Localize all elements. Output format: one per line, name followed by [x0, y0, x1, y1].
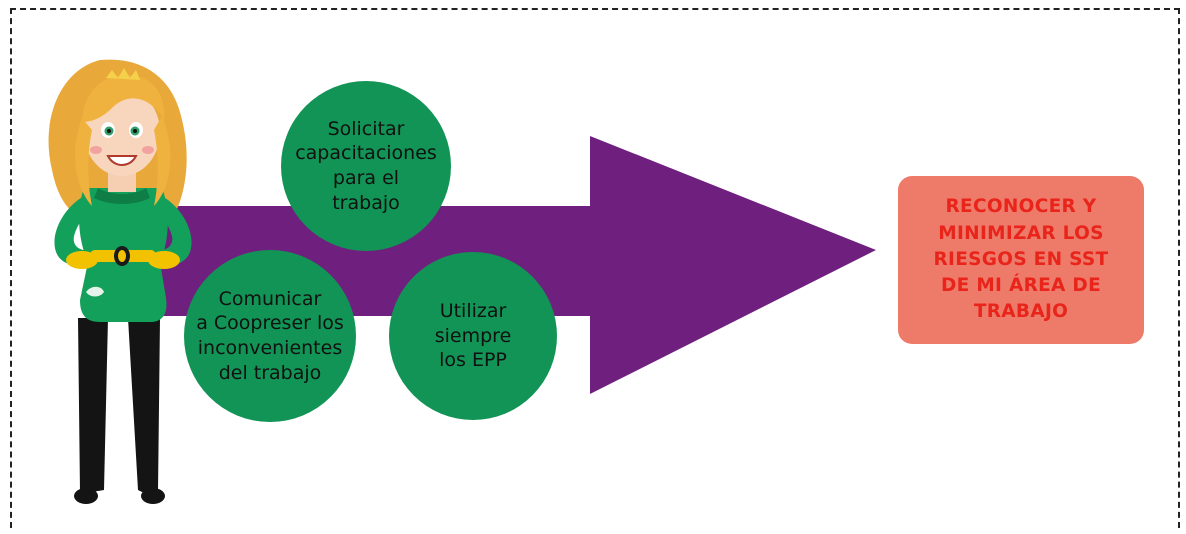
step-label: Utilizar siempre los EPP	[434, 299, 512, 372]
goal-box: RECONOCER Y MINIMIZAR LOS RIESGOS EN SST…	[898, 176, 1144, 344]
step-circle-use-ppe: Utilizar siempre los EPP	[389, 252, 557, 420]
step-circle-communicate-issues: Comunicar a Coopreser los inconvenientes…	[184, 250, 356, 422]
step-label: Solicitar capacitaciones para el trabajo	[295, 117, 437, 214]
dashed-border-frame	[10, 8, 1180, 528]
superhero-woman-illustration	[48, 59, 192, 504]
goal-label: RECONOCER Y MINIMIZAR LOS RIESGOS EN SST…	[933, 196, 1109, 323]
step-circle-request-training: Solicitar capacitaciones para el trabajo	[281, 81, 451, 251]
step-label: Comunicar a Coopreser los inconvenientes…	[196, 287, 344, 384]
